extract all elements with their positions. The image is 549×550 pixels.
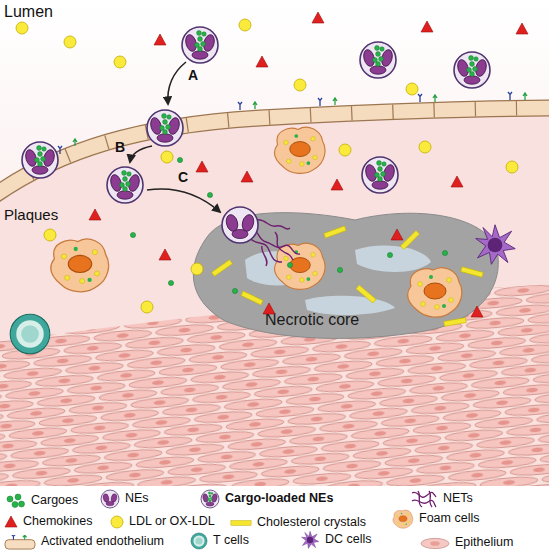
legend-sample: [4, 493, 26, 509]
legend-item: Foam cells: [392, 507, 479, 531]
legend-item: NEs: [100, 487, 149, 511]
legend-item: Cargo-loaded NEs: [200, 487, 333, 511]
legend-sample: [4, 535, 36, 550]
legend-text: DC cells: [325, 533, 372, 547]
cholesterol-crystals: [212, 226, 484, 326]
legend-sample: [230, 519, 252, 527]
legend-sample: [300, 530, 320, 550]
step-letter: B: [115, 140, 125, 155]
net-strands: [250, 220, 300, 266]
node-text: Necrotic core: [265, 311, 359, 329]
step-letter: A: [188, 68, 198, 83]
legend-text: NETs: [443, 492, 473, 506]
t-cell: [10, 314, 50, 354]
legend-text: Epithelium: [455, 536, 513, 550]
foam-cells: [51, 127, 462, 317]
legend: Cargoes NEs Cargo-loaded NEs NETsChemokines…: [0, 486, 549, 550]
dc-cell: [476, 225, 516, 265]
legend-text: LDL or OX-LDL: [129, 515, 215, 529]
legend-item: Activated endothelium: [4, 530, 164, 550]
legend-item: LDL or OX-LDL: [110, 510, 215, 534]
legend-text: Foam cells: [419, 512, 479, 526]
legend-text: Cargo-loaded NEs: [225, 492, 333, 506]
legend-item: DC cells: [300, 528, 372, 550]
legend-text: Cargoes: [31, 494, 78, 508]
necrotic-core: Necrotic core: [185, 200, 505, 345]
step-letter: C: [178, 170, 188, 185]
legend-sample: [100, 489, 120, 509]
legend-item: NETs: [410, 487, 473, 511]
ldl-particles: [16, 19, 518, 313]
neutrophils: [22, 27, 490, 243]
legend-item: Chemokines: [4, 510, 92, 534]
legend-item: Cholesterol crystals: [230, 511, 366, 535]
legend-item: T cells: [190, 529, 249, 550]
legend-item: Epithelium: [420, 531, 513, 550]
region-label: Lumen: [4, 3, 53, 21]
legend-item: Cargoes: [4, 489, 78, 513]
legend-sample: [110, 515, 124, 529]
legend-sample: [392, 508, 414, 530]
legend-sample: [410, 489, 438, 509]
activated-endothelium: [0, 92, 549, 195]
legend-text: Chemokines: [23, 515, 92, 529]
region-label: Plaques: [4, 207, 58, 224]
legend-sample: [4, 515, 18, 529]
legend-text: Activated endothelium: [41, 535, 164, 549]
legend-sample: [200, 489, 220, 509]
legend-text: T cells: [213, 534, 249, 548]
legend-sample: [190, 532, 208, 550]
legend-text: NEs: [125, 492, 149, 506]
legend-sample: [420, 537, 450, 550]
released-cargoes: [130, 157, 447, 293]
plaque-region: [0, 108, 549, 490]
legend-text: Cholesterol crystals: [257, 516, 366, 530]
chemokines: [89, 12, 528, 317]
migration-arrows: [130, 62, 220, 212]
